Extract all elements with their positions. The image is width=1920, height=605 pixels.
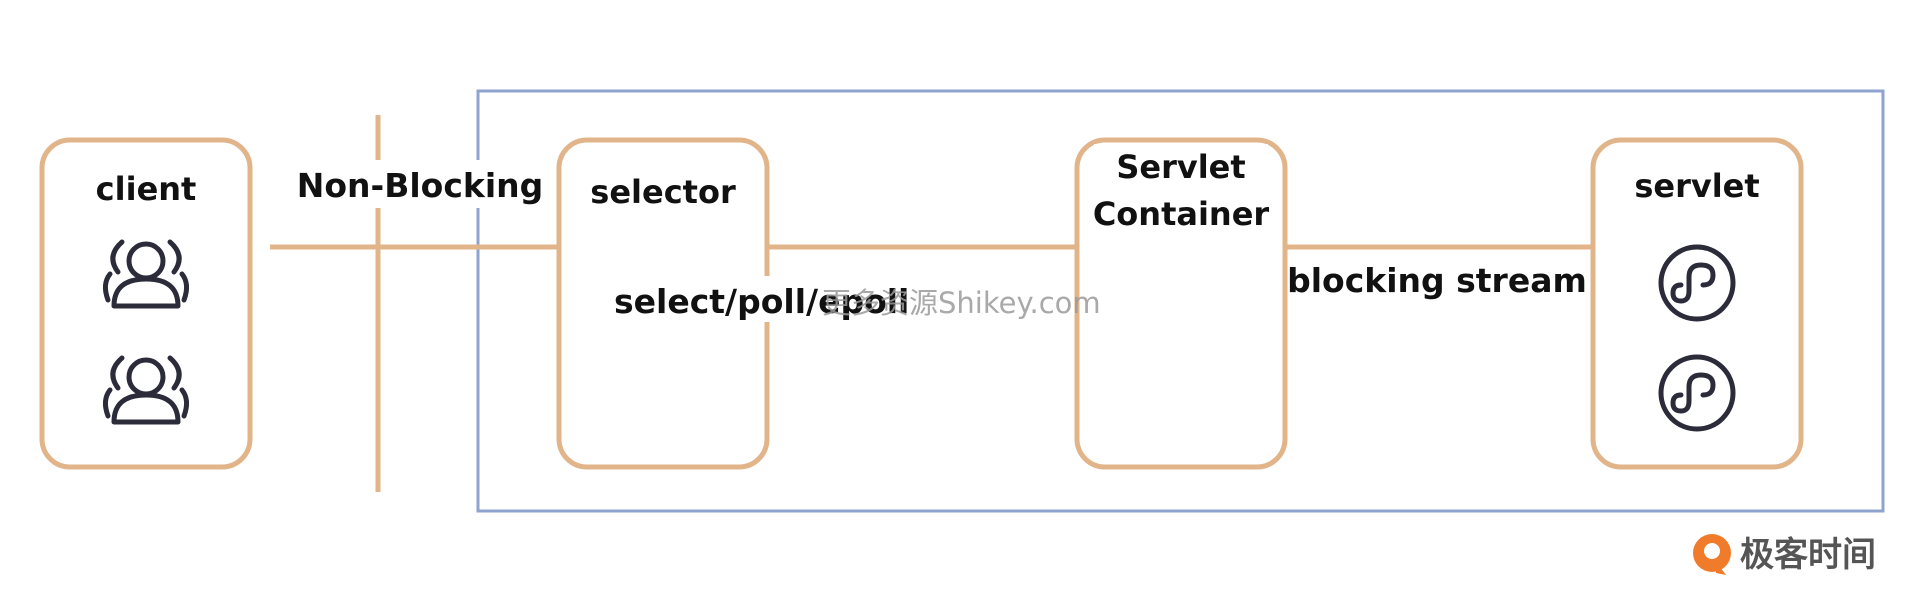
select-poll-epoll-label: select/poll/epoll [614, 282, 909, 321]
servlet-container-node: Servlet Container [1074, 137, 1288, 470]
blocking-stream-label: blocking stream [1287, 261, 1587, 300]
users-icon [102, 355, 190, 425]
client-node: client [39, 137, 253, 470]
servlet-container-label-line1: Servlet [1116, 148, 1245, 186]
select-poll-epoll-label-group: select/poll/epoll [608, 276, 909, 322]
mini-program-icon [1658, 354, 1736, 432]
users-icon [102, 239, 190, 309]
client-label: client [96, 170, 197, 208]
geektime-logo: 极客时间 [1693, 534, 1876, 575]
geektime-logo-text: 极客时间 [1740, 535, 1876, 575]
watermark-text: 更多资源Shikey.com [822, 286, 1101, 320]
servlet-box [1590, 137, 1804, 470]
non-blocking-label: Non-Blocking [297, 166, 544, 205]
mini-program-icon [1658, 244, 1736, 322]
server-boundary [476, 89, 1885, 513]
geektime-logo-icon [1693, 534, 1731, 575]
servlet-node: servlet [1590, 137, 1804, 470]
selector-label: selector [590, 173, 736, 211]
non-blocking-label-group: Non-Blocking [296, 160, 544, 208]
servlet-label: servlet [1634, 167, 1759, 205]
servlet-container-label-line2: Container [1093, 195, 1270, 233]
